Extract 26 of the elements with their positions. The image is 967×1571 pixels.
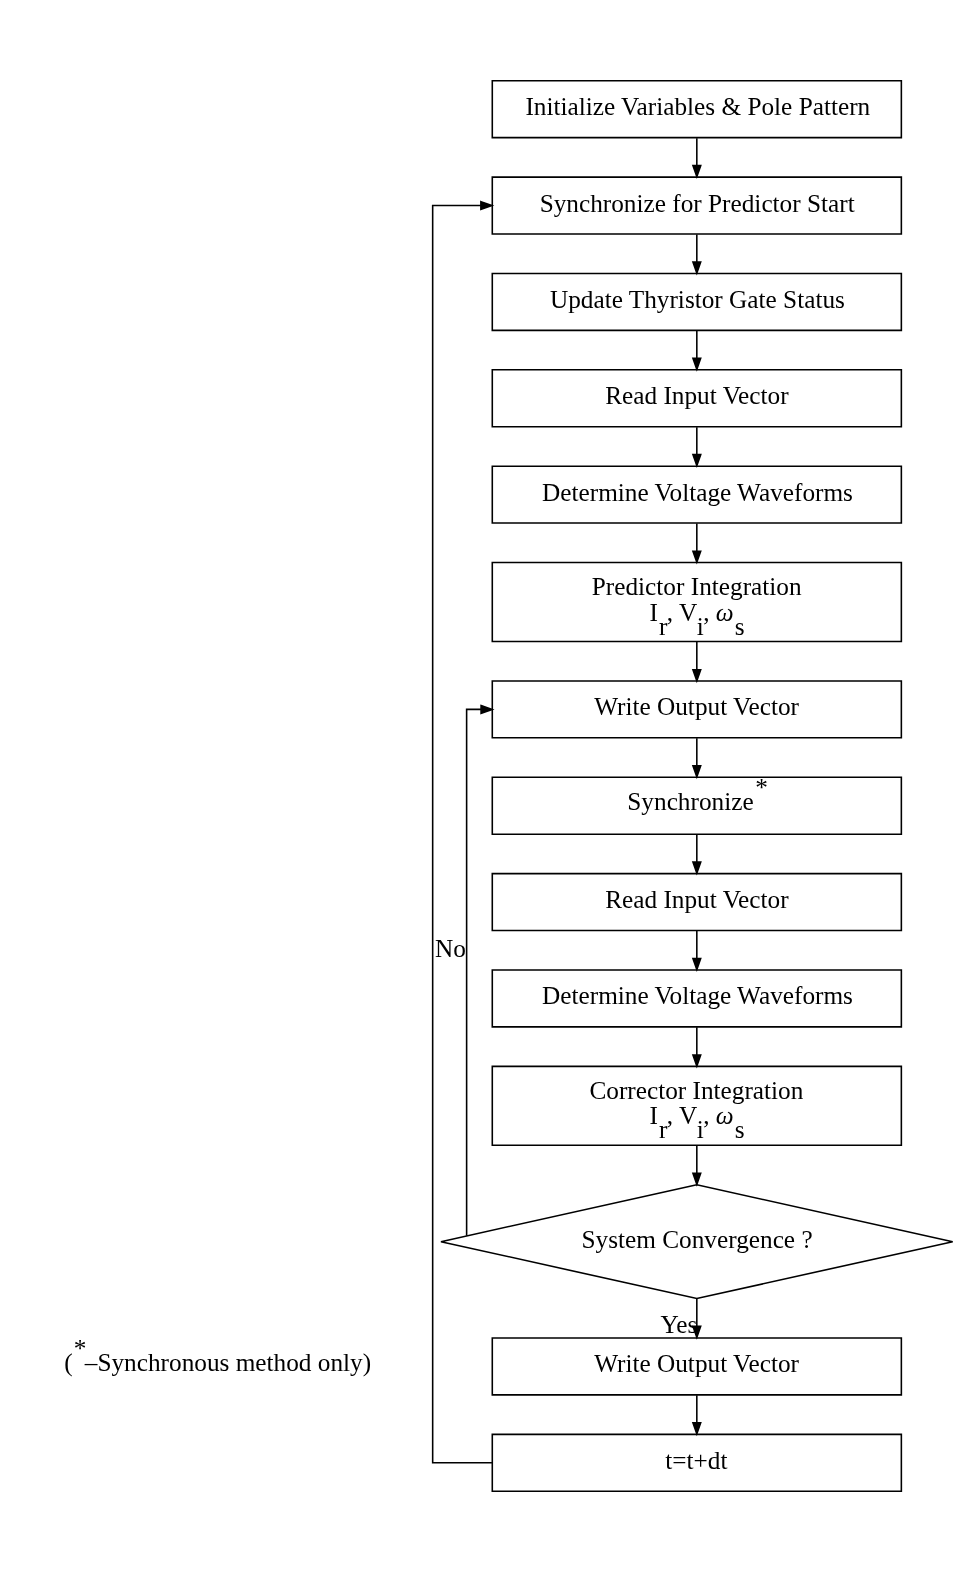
node-box: t=t+dt [491, 1433, 902, 1492]
arrow [691, 233, 702, 275]
arrow [691, 737, 702, 779]
node-box: Write Output Vector [491, 1336, 902, 1396]
arrow [691, 425, 702, 468]
node-box: Read Input Vector [491, 368, 902, 427]
node-box: Read Input Vector [491, 872, 902, 931]
node-box: Update Thyristor Gate Status [491, 272, 902, 331]
node-box: Determine Voltage Waveforms [491, 464, 902, 524]
edge-label: No [434, 933, 466, 962]
node-box: Write Output Vector [491, 679, 902, 739]
node-box: Synchronize for Predictor Start [491, 175, 902, 235]
node-box: Initialize Variables & Pole Pattern [491, 79, 902, 138]
arrow [691, 1025, 702, 1068]
arrow [431, 200, 494, 1464]
arrow [691, 522, 702, 565]
arrow [465, 703, 495, 1236]
arrow [691, 929, 702, 972]
node-box: Determine Voltage Waveforms [491, 968, 902, 1028]
arrow [691, 640, 702, 683]
arrow [691, 329, 702, 372]
arrow [691, 1144, 702, 1187]
arrow [691, 136, 702, 179]
node-diamond: System Convergence ? [439, 1183, 953, 1299]
arrow [691, 1394, 702, 1436]
arrow [691, 833, 702, 876]
